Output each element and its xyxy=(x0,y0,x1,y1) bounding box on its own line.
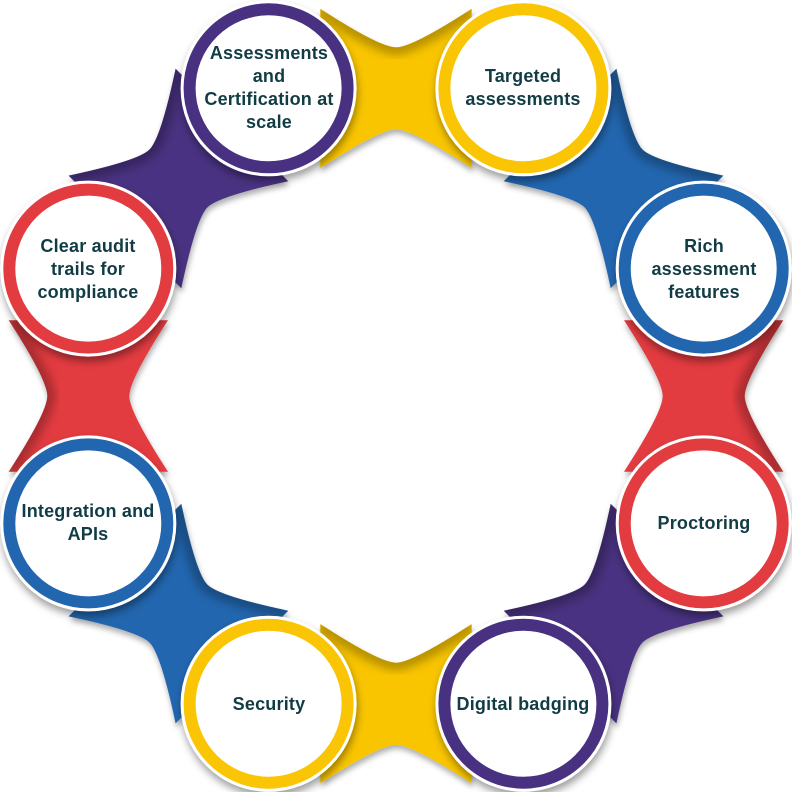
connector-link-clear-audit-trails-to-assessments-certification xyxy=(68,68,289,289)
connector-link-security-to-integration-apis xyxy=(68,503,289,724)
node-ring-circle xyxy=(438,618,609,789)
node-ring-circle xyxy=(618,438,789,609)
node-ring-circle xyxy=(618,183,789,354)
node-ring-circle xyxy=(3,438,174,609)
node-digital-badging xyxy=(435,615,612,792)
node-targeted-assessments xyxy=(435,0,612,177)
connector-link-targeted-assessments-to-rich-assessment-features xyxy=(503,68,724,289)
node-security xyxy=(180,615,357,792)
node-ring-circle xyxy=(3,183,174,354)
connector-link-rich-assessment-features-to-proctoring xyxy=(624,320,784,472)
node-ring-circle xyxy=(183,3,354,174)
connector-link-integration-apis-to-clear-audit-trails xyxy=(8,320,169,472)
connector-link-assessments-certification-to-targeted-assessments xyxy=(320,8,472,169)
node-proctoring xyxy=(615,435,792,612)
connector-link-proctoring-to-digital-badging xyxy=(503,503,724,724)
node-ring-circle xyxy=(183,618,354,789)
node-integration-apis xyxy=(0,435,177,612)
connector-link-digital-badging-to-security xyxy=(320,624,472,784)
node-assessments-certification xyxy=(180,0,357,177)
node-clear-audit-trails xyxy=(0,180,177,357)
node-ring-circle xyxy=(438,3,609,174)
node-rich-assessment-features xyxy=(615,180,792,357)
